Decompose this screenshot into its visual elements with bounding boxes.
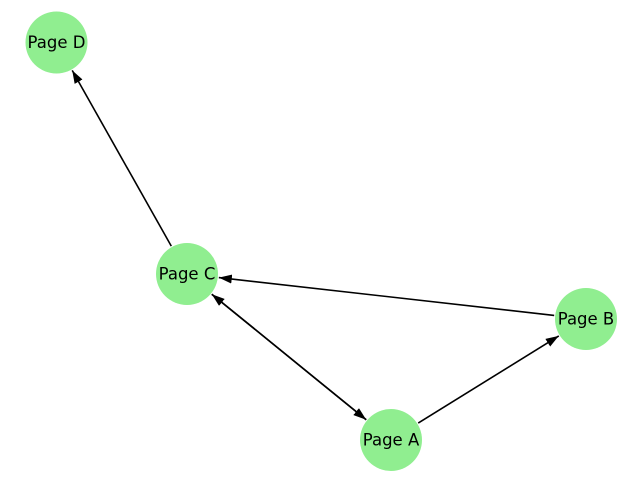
node-label-page-a: Page A (363, 431, 420, 450)
node-page-d (25, 11, 88, 74)
edges-layer (71, 70, 560, 424)
node-label-page-d: Page D (28, 33, 86, 52)
node-label-page-c: Page C (159, 265, 216, 284)
node-label-page-b: Page B (558, 310, 615, 329)
edge-page-c-to-page-d (71, 70, 172, 247)
node-page-c (156, 243, 218, 305)
node-page-b (555, 288, 617, 350)
nodes-layer (25, 11, 617, 471)
labels-layer: Page D Page C Page A Page B (28, 33, 615, 450)
edge-page-c-to-page-a (211, 293, 367, 421)
edge-page-b-to-page-c (218, 274, 555, 317)
edge-page-a-to-page-b (417, 335, 560, 424)
node-page-a (360, 409, 422, 471)
